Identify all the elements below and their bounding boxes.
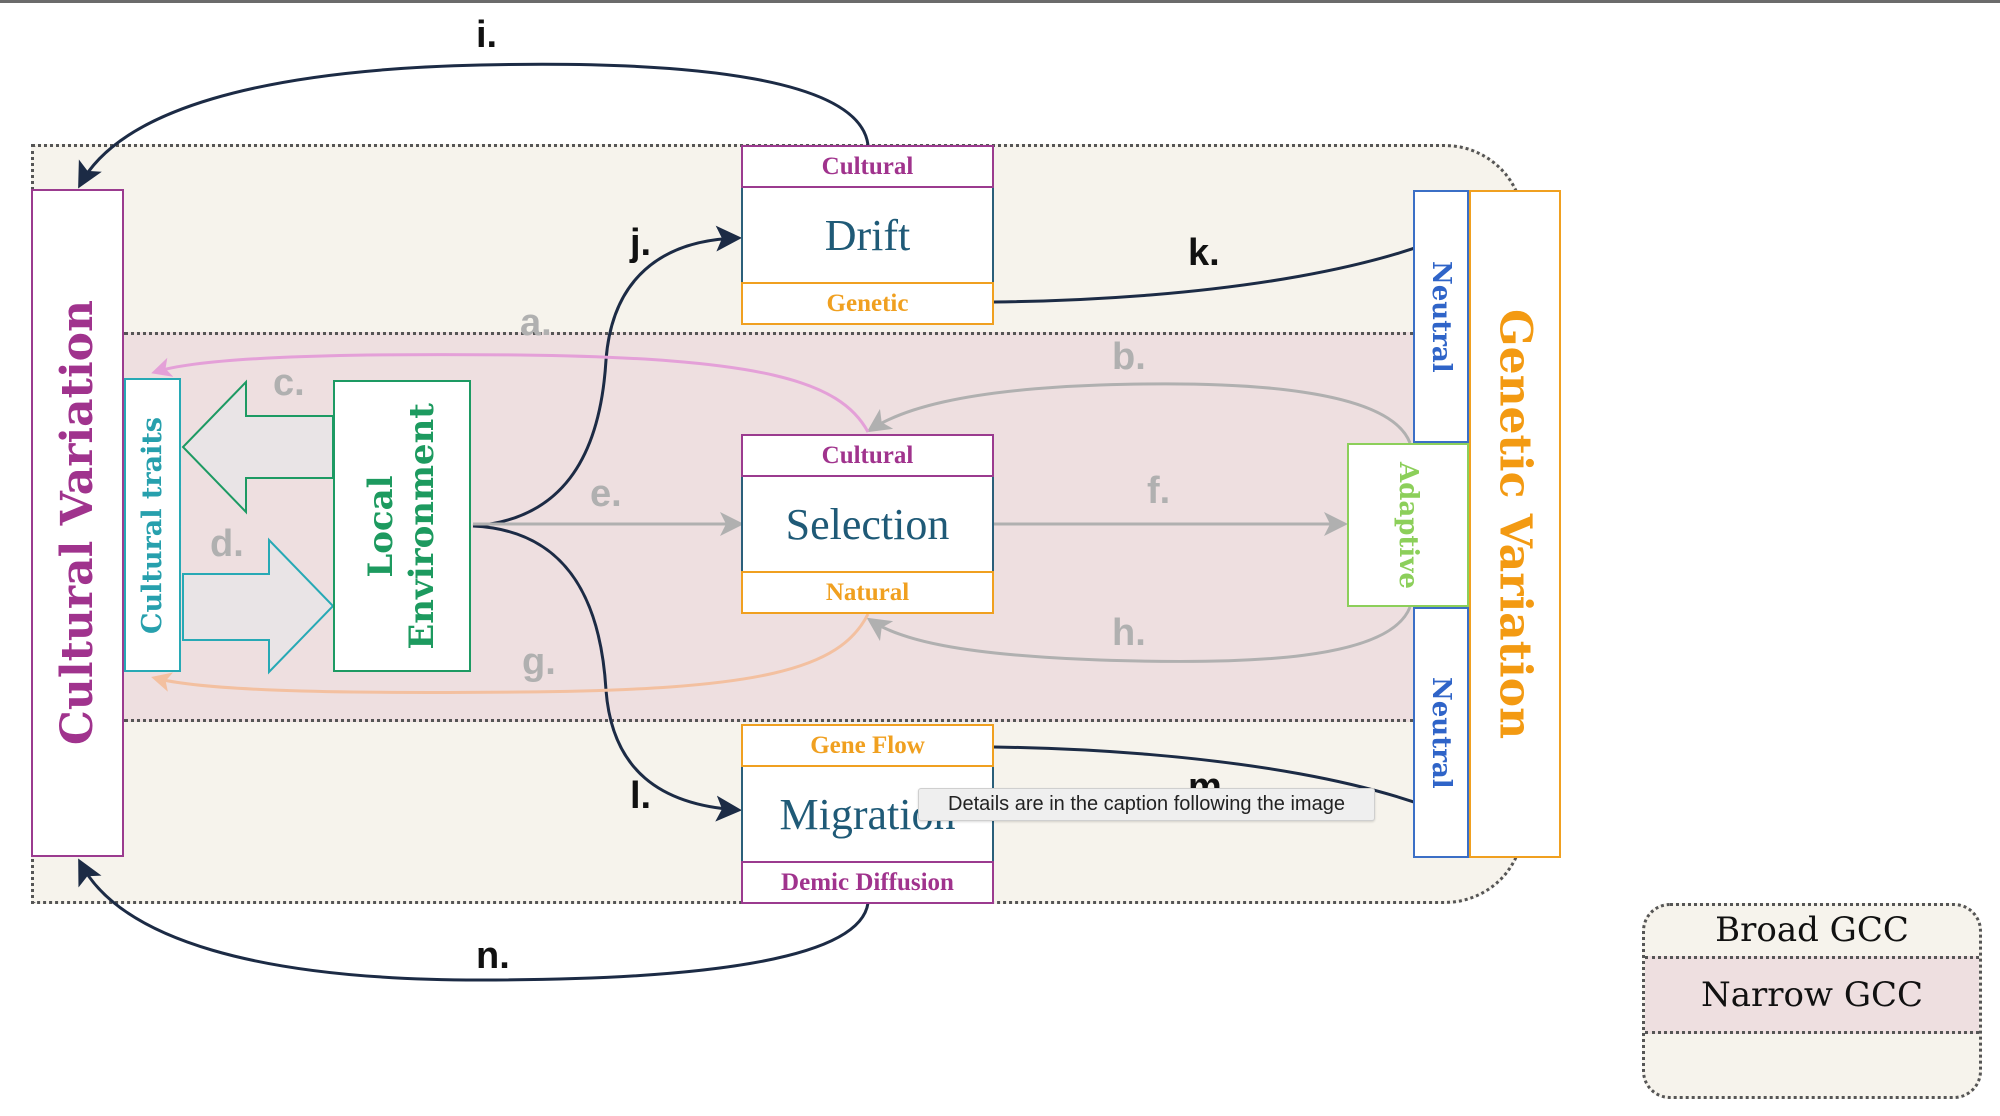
legend-broad-gcc: Broad GCC xyxy=(1715,910,1909,950)
local-environment-line2: Environment xyxy=(402,402,442,650)
arrow-l xyxy=(472,524,742,822)
genetic-variation-label: Genetic Variation xyxy=(1489,308,1541,740)
label-a: a. xyxy=(520,302,552,344)
label-e: e. xyxy=(590,473,622,515)
label-j: j. xyxy=(630,222,652,264)
selection-cultural: Cultural xyxy=(741,434,994,477)
window-top-border xyxy=(0,0,2000,3)
drift-cultural: Cultural xyxy=(741,145,994,188)
label-n: n. xyxy=(476,935,510,977)
cultural-variation-box: Cultural Variation xyxy=(31,189,124,857)
label-f: f. xyxy=(1147,470,1171,512)
arrow-b xyxy=(866,382,1412,444)
adaptive-box: Adaptive xyxy=(1347,443,1469,607)
neutral-top-box: Neutral xyxy=(1413,190,1469,443)
label-b: b. xyxy=(1112,336,1146,378)
arrow-i xyxy=(78,62,870,189)
cultural-traits-box: Cultural traits xyxy=(124,378,181,672)
neutral-top-label: Neutral xyxy=(1426,260,1456,373)
neutral-bottom-label: Neutral xyxy=(1426,676,1456,789)
big-arrow-d xyxy=(182,537,335,675)
arrow-n xyxy=(78,858,870,982)
cultural-traits-label: Cultural traits xyxy=(137,416,168,634)
arrow-j xyxy=(472,225,742,528)
label-g: g. xyxy=(522,641,556,683)
arrow-g xyxy=(151,613,870,694)
genetic-variation-box: Genetic Variation xyxy=(1469,190,1561,858)
label-l: l. xyxy=(630,775,652,817)
label-d: d. xyxy=(210,523,244,565)
arrow-h xyxy=(866,606,1412,663)
label-k: k. xyxy=(1188,232,1220,274)
local-environment-line1: Local xyxy=(361,474,402,578)
image-tooltip: Details are in the caption following the… xyxy=(918,788,1375,821)
arrow-a xyxy=(151,353,870,433)
migration-gene-flow: Gene Flow xyxy=(741,724,994,767)
adaptive-label: Adaptive xyxy=(1393,461,1423,589)
migration-demic-diffusion: Demic Diffusion xyxy=(741,861,994,904)
selection-box: Cultural Selection Natural xyxy=(741,434,994,614)
drift-box: Cultural Drift Genetic xyxy=(741,145,994,325)
cultural-variation-label: Cultural Variation xyxy=(52,300,103,746)
drift-title: Drift xyxy=(741,188,994,282)
legend: Broad GCC Narrow GCC xyxy=(1642,903,1982,1099)
big-arrow-c xyxy=(181,379,334,515)
drift-genetic: Genetic xyxy=(741,282,994,325)
selection-title: Selection xyxy=(741,477,994,571)
label-c: c. xyxy=(273,362,305,404)
legend-narrow-gcc: Narrow GCC xyxy=(1645,956,1979,1034)
selection-natural: Natural xyxy=(741,571,994,614)
label-h: h. xyxy=(1112,612,1146,654)
neutral-bottom-box: Neutral xyxy=(1413,607,1469,858)
label-i: i. xyxy=(476,14,498,56)
